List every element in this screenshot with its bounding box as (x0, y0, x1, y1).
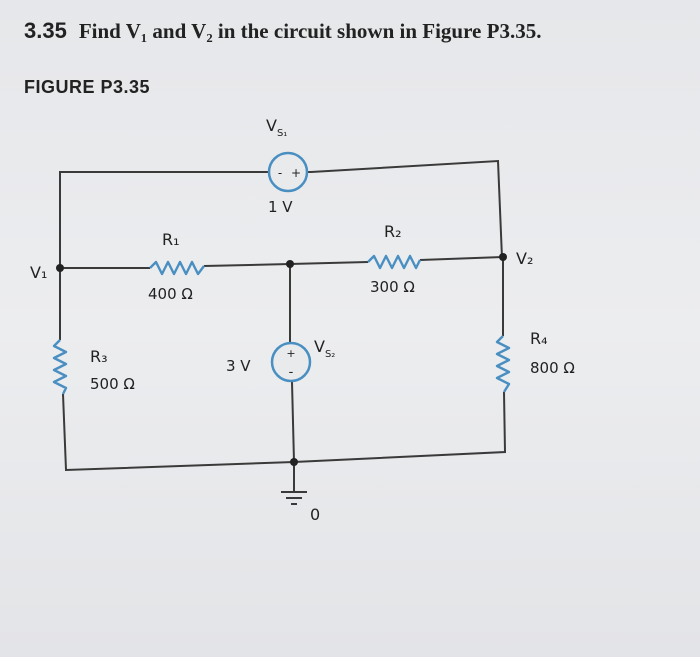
vs2-subscript: S₂ (325, 349, 335, 360)
r1-label: R₁ (162, 230, 180, 249)
wire-r2-to-v2 (419, 256, 504, 261)
r3-value-label: 500 Ω (90, 375, 135, 393)
problem-text: Find V₁ and V₂ in the circuit shown in F… (78, 19, 542, 43)
resistor-r4 (495, 335, 511, 393)
r2-label: R₂ (384, 222, 402, 241)
voltage-source-vs1: - + (265, 151, 311, 193)
wire-vs2-to-ground (291, 381, 295, 463)
r4-label: R₄ (530, 329, 548, 348)
resistor-r2 (367, 254, 422, 270)
circuit-wires (59, 159, 507, 492)
vs1-symbol: V (266, 116, 277, 135)
vs2-plus-sign: + (286, 347, 295, 360)
ground-symbol (281, 491, 307, 505)
r2-value-label: 300 Ω (370, 278, 415, 296)
figure-label: FIGURE P3.35 (24, 77, 151, 97)
node-v1 (56, 264, 64, 272)
r1-value-label: 400 Ω (148, 285, 193, 303)
vs1-circle (267, 151, 309, 193)
ground-label: 0 (310, 505, 320, 524)
vs2-symbol: V (314, 337, 325, 356)
node-middle (286, 260, 294, 268)
vs2-minus-sign: - (289, 365, 294, 380)
node-v2 (499, 253, 507, 261)
r3-label: R₃ (90, 347, 108, 366)
vs1-minus-sign: - (278, 166, 282, 180)
resistors (52, 254, 511, 395)
r4-value-label: 800 Ω (530, 359, 575, 377)
wire-top-left (59, 171, 265, 268)
problem-number: 3.35 (24, 18, 67, 43)
vs1-label: VS₁ (266, 116, 287, 139)
problem-heading: 3.35 Find V₁ and V₂ in the circuit shown … (24, 18, 541, 44)
resistor-r1 (149, 260, 205, 276)
vs1-plus-sign: + (291, 166, 301, 180)
v2-label: V₂ (516, 249, 533, 268)
node-ground (290, 458, 298, 466)
wire-r1-to-mid (203, 263, 291, 267)
wire-top-right (310, 159, 503, 259)
wire-bottom (62, 391, 507, 472)
wire-mid-to-r2 (289, 261, 369, 265)
vs1-value-label: 1 V (268, 198, 293, 216)
v1-label: V₁ (30, 263, 47, 282)
vs2-circle (270, 341, 312, 383)
vs2-value-label: 3 V (226, 357, 251, 375)
vs1-subscript: S₁ (277, 128, 287, 139)
resistor-r3 (52, 339, 68, 395)
voltage-source-vs2: + - (270, 341, 312, 383)
vs2-label: VS₂ (314, 337, 335, 360)
